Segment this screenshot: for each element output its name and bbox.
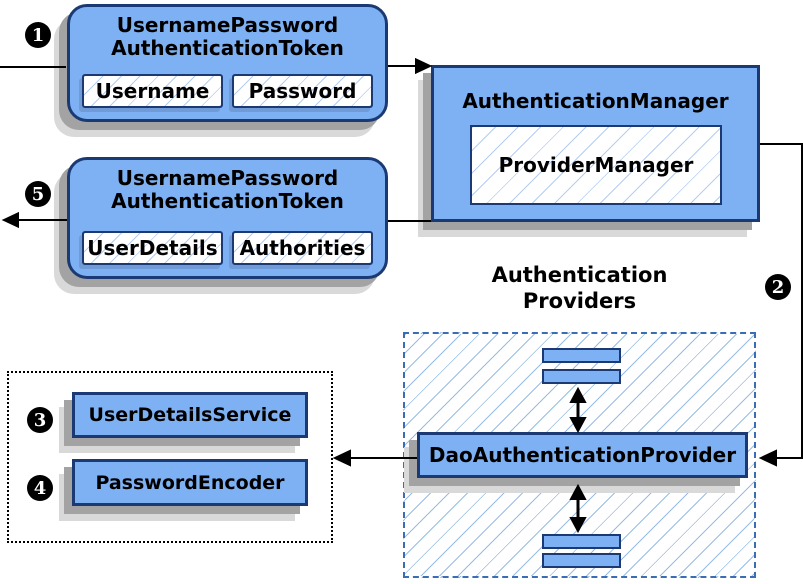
token-response-node: UsernamePassword AuthenticationToken Use… bbox=[67, 157, 388, 279]
other-provider-bar-1 bbox=[542, 348, 621, 363]
token-response-title: UsernamePassword AuthenticationToken bbox=[70, 160, 385, 213]
dao-authentication-provider-node: DaoAuthenticationProvider bbox=[417, 432, 748, 478]
step-badge-3: 3 bbox=[27, 407, 53, 433]
password-field: Password bbox=[232, 74, 373, 108]
step-badge-4: 4 bbox=[27, 475, 53, 501]
providers-zone-label-line2: Providers bbox=[522, 289, 637, 313]
arrowhead-into-provider bbox=[758, 449, 777, 467]
token-request-fields: Username Password bbox=[82, 74, 373, 108]
step-badge-5: 5 bbox=[25, 181, 51, 207]
step-badge-1: 1 bbox=[25, 22, 51, 48]
authentication-manager-node: AuthenticationManager ProviderManager bbox=[431, 65, 760, 222]
authorities-field: Authorities bbox=[232, 231, 373, 265]
arrowhead-into-services bbox=[332, 449, 351, 467]
arrowhead-response-out bbox=[1, 211, 19, 229]
token-request-node: UsernamePassword AuthenticationToken Use… bbox=[67, 4, 388, 122]
other-provider-bar-3 bbox=[542, 534, 621, 549]
provider-manager-box: ProviderManager bbox=[470, 125, 722, 205]
token-response-title-line1: UsernamePassword bbox=[116, 166, 339, 190]
other-provider-bar-2 bbox=[542, 369, 621, 384]
userdetails-field: UserDetails bbox=[82, 231, 223, 265]
username-field: Username bbox=[82, 74, 223, 108]
token-request-title: UsernamePassword AuthenticationToken bbox=[70, 7, 385, 60]
token-request-title-line1: UsernamePassword bbox=[116, 13, 339, 37]
user-details-service-node: UserDetailsService bbox=[72, 392, 308, 438]
password-encoder-node: PasswordEncoder bbox=[72, 459, 308, 506]
providers-zone-label-line1: Authentication bbox=[491, 263, 668, 287]
token-request-title-line2: AuthenticationToken bbox=[111, 36, 344, 60]
step-badge-2: 2 bbox=[765, 274, 791, 300]
flow-line-to-provider bbox=[760, 143, 803, 459]
token-response-title-line2: AuthenticationToken bbox=[111, 189, 344, 213]
other-provider-bar-4 bbox=[542, 553, 621, 568]
authentication-manager-title: AuthenticationManager bbox=[462, 89, 729, 113]
arrowhead-into-auth-manager bbox=[415, 57, 433, 75]
token-response-fields: UserDetails Authorities bbox=[82, 231, 373, 265]
providers-zone-label: Authentication Providers bbox=[403, 262, 756, 314]
